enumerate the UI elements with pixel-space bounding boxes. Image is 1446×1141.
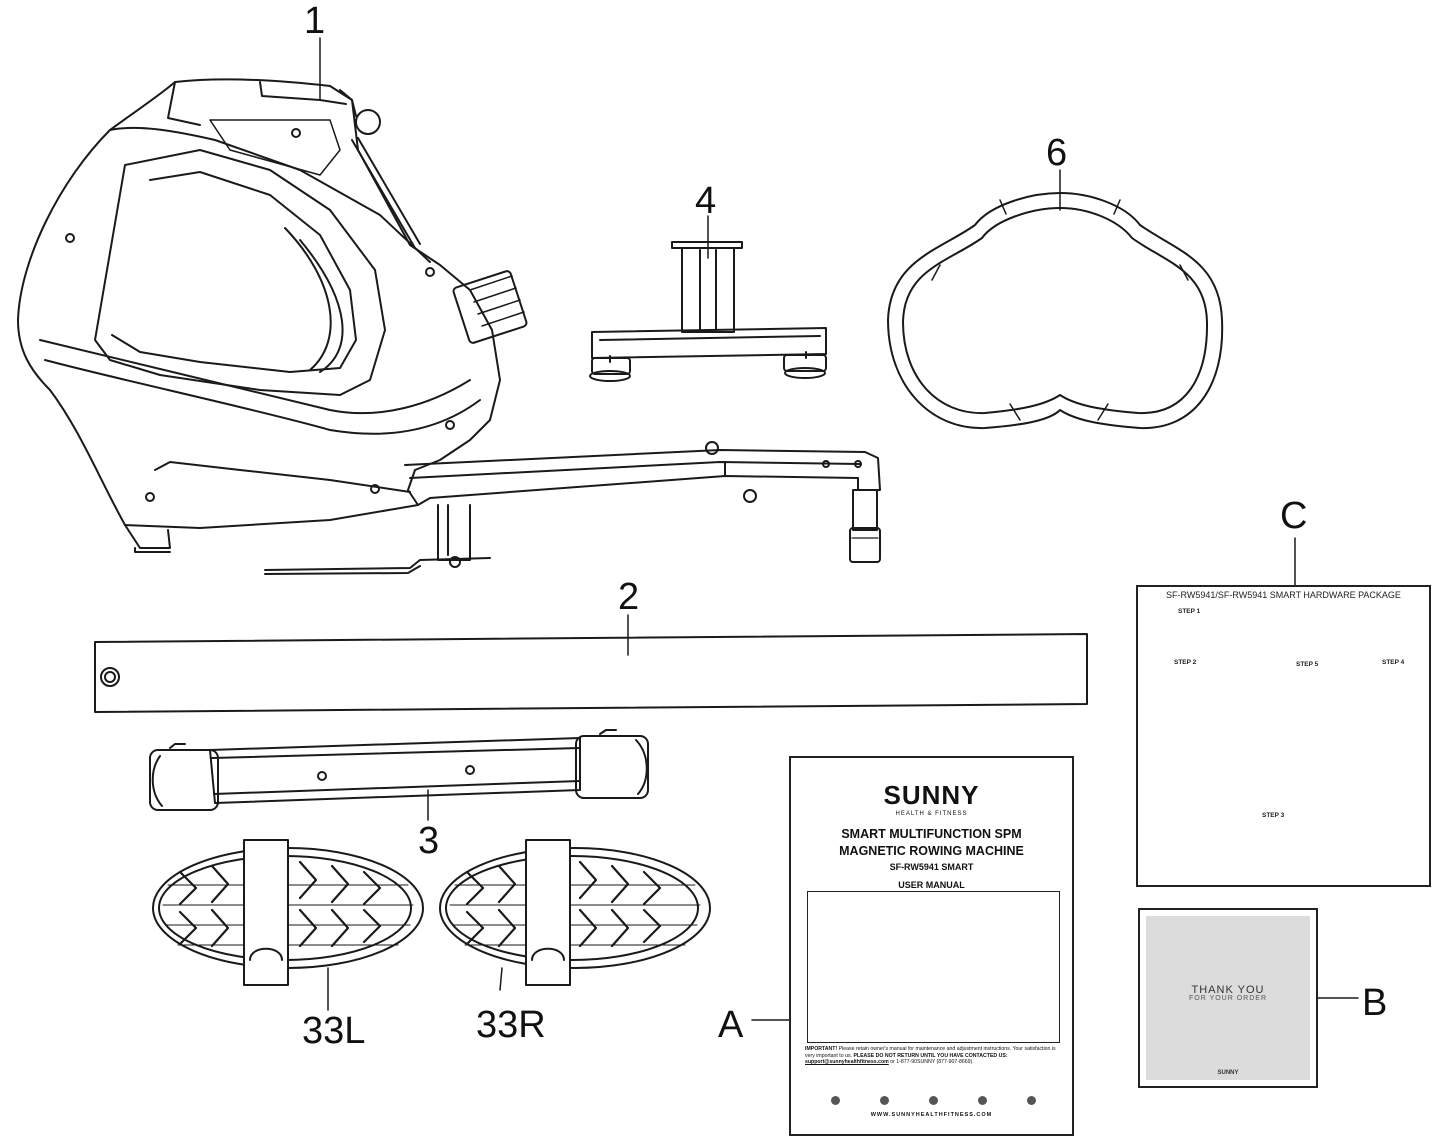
twitter-icon: [929, 1096, 938, 1105]
step-5-label: STEP 5: [1296, 661, 1319, 668]
part-33r-right-pedal: [439, 839, 711, 986]
callout-b: B: [1362, 982, 1388, 1024]
step-2-label: STEP 2: [1174, 659, 1197, 666]
facebook-icon: [831, 1096, 840, 1105]
part-6-seat: [887, 192, 1224, 430]
support-phone: or 1-877-90SUNNY (877-907-8669).: [890, 1059, 974, 1065]
instagram-icon: [880, 1096, 889, 1105]
manual-doc-type: USER MANUAL: [898, 880, 965, 890]
callout-a: A: [718, 1004, 744, 1046]
return-text: PLEASE DO NOT RETURN UNTIL YOU HAVE CONT…: [853, 1052, 1008, 1059]
manual-brand-tagline: HEALTH & FITNESS: [895, 811, 968, 817]
callout-33l: 33L: [302, 1010, 366, 1052]
part-1-main-frame: [17, 78, 881, 575]
part-4-front-stabilizer: [589, 241, 827, 382]
leader-lines: [319, 37, 1359, 1021]
callout-4: 4: [695, 180, 717, 222]
manual-model: SF-RW5941 SMART: [889, 862, 974, 872]
step-4-label: STEP 4: [1382, 659, 1405, 666]
youtube-icon: [978, 1096, 987, 1105]
callout-6: 6: [1046, 132, 1068, 174]
hardware-title: SF-RW5941/SF-RW5941 SMART HARDWARE PACKA…: [1166, 590, 1401, 600]
card-for-order: FOR YOUR ORDER: [1188, 995, 1268, 1002]
manual-website: WWW.SUNNYHEALTHFITNESS.COM: [870, 1112, 993, 1118]
social-icons: [831, 1096, 1036, 1105]
thank-you-card: THANK YOU FOR YOUR ORDER SUNNY: [1138, 908, 1318, 1088]
step-3-label: STEP 3: [1262, 812, 1285, 819]
part-2-slide-rail: [94, 633, 1088, 713]
manual-brand-logo: SUNNY: [883, 780, 980, 810]
callout-3: 3: [418, 820, 440, 862]
manual-title: SMART MULTIFUNCTION SPM MAGNETIC ROWING …: [791, 826, 1072, 860]
manual-cover-image: [807, 891, 1060, 1043]
card-thank-you: THANK YOU: [1191, 984, 1265, 996]
callout-c: C: [1280, 495, 1308, 537]
card-face: THANK YOU FOR YOUR ORDER SUNNY: [1146, 916, 1310, 1080]
part-33l-left-pedal: [152, 839, 424, 986]
important-label: IMPORTANT!: [805, 1046, 838, 1052]
hardware-package: SF-RW5941/SF-RW5941 SMART HARDWARE PACKA…: [1136, 585, 1431, 887]
callout-33r: 33R: [476, 1004, 546, 1046]
callout-2: 2: [618, 576, 640, 618]
pinterest-icon: [1027, 1096, 1036, 1105]
user-manual: SUNNY HEALTH & FITNESS SMART MULTIFUNCTI…: [789, 756, 1074, 1136]
callout-1: 1: [304, 0, 326, 42]
manual-important-note: IMPORTANT! Please retain owner's manual …: [805, 1046, 1062, 1066]
card-logo: SUNNY: [1217, 1070, 1239, 1076]
step-1-label: STEP 1: [1178, 608, 1201, 615]
manual-title-line1: SMART MULTIFUNCTION SPM: [841, 827, 1022, 841]
support-email: support@sunnyhealthfitness.com: [805, 1059, 889, 1065]
manual-title-line2: MAGNETIC ROWING MACHINE: [839, 844, 1024, 858]
part-3-rear-stabilizer: [149, 729, 649, 811]
important-text: Please retain owner's manual for mainten…: [805, 1046, 1056, 1059]
